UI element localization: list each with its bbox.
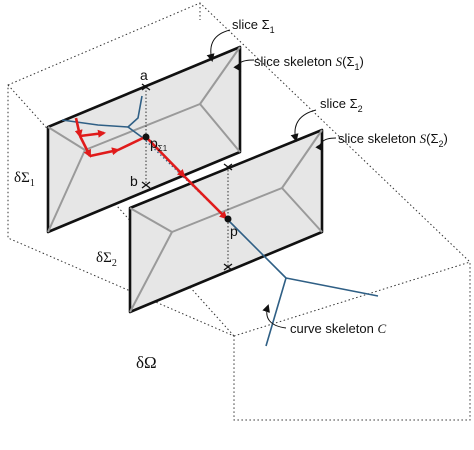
boundary-2-label: δΣ2: [96, 250, 117, 269]
callout-skeleton-1: [233, 59, 255, 72]
boundary-1-label: δΣ1: [14, 170, 35, 189]
callout-curve-skeleton: [262, 304, 287, 329]
domain-boundary-label: δΩ: [136, 353, 157, 372]
point-p: [224, 215, 232, 223]
slice-1-label: slice Σ1: [232, 17, 275, 35]
skeleton-1-label: slice skeleton S(Σ1): [254, 54, 364, 72]
skeleton-2-label: slice skeleton S(Σ2): [338, 131, 448, 149]
point-a-label: a: [140, 67, 148, 83]
callout-slice-1: [206, 29, 231, 62]
slice-skeleton-1: [47, 46, 241, 233]
point-p-sigma-label: pΣ1: [150, 135, 168, 153]
callout-skeleton-2: [315, 137, 337, 152]
callout-slice-2: [290, 109, 317, 142]
slice-2-label: slice Σ2: [320, 96, 363, 114]
curve-skeleton-label: curve skeleton C: [290, 321, 386, 336]
red-path: [74, 117, 228, 220]
slice-skeleton-2: [129, 129, 323, 313]
point-p-sigma: [142, 133, 150, 141]
point-p-label: p: [230, 223, 238, 239]
x-marks: [141, 83, 233, 271]
curve-skeleton: [61, 95, 379, 347]
point-b-label: b: [130, 173, 138, 189]
